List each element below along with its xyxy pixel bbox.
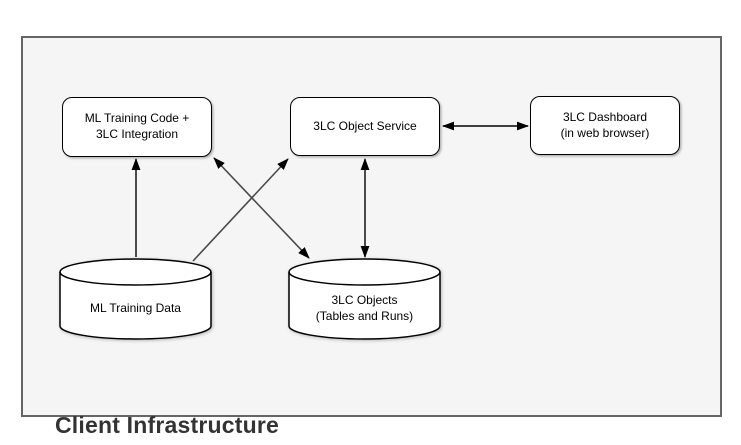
- client-infrastructure-container: Client Infrastructure: [21, 36, 722, 438]
- node-ml-training-data: ML Training Data: [59, 258, 212, 340]
- cylinder-shape: [59, 258, 212, 340]
- node-3lc-objects: 3LC Objects (Tables and Runs): [288, 258, 441, 340]
- container-title: Client Infrastructure: [55, 412, 280, 438]
- node-ml-training-code: ML Training Code + 3LC Integration: [62, 97, 212, 157]
- node-3lc-dashboard: 3LC Dashboard (in web browser): [530, 96, 680, 155]
- node-ml-training-data-label: ML Training Data: [90, 301, 181, 316]
- node-3lc-object-service: 3LC Object Service: [290, 97, 440, 156]
- cylinder-shape: [288, 258, 441, 340]
- node-3lc-objects-label: 3LC Objects (Tables and Runs): [315, 293, 414, 323]
